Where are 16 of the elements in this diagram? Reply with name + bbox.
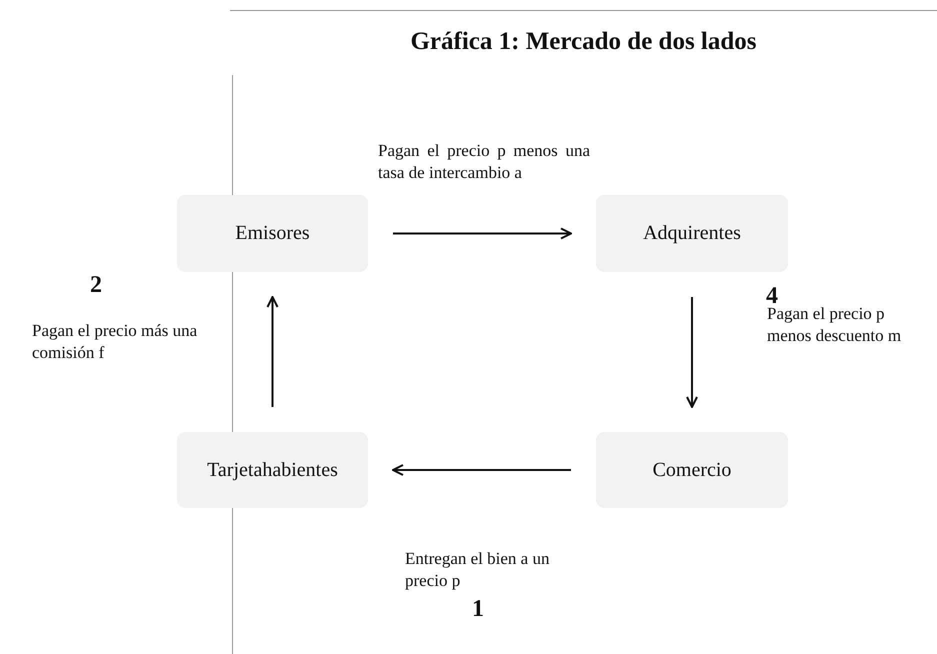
step-number: 1	[472, 596, 484, 623]
arrow	[392, 464, 571, 476]
edge-label: Pagan el precio p menos una tasa de intercambio a	[378, 140, 590, 184]
arrow	[393, 228, 572, 240]
arrow	[686, 297, 698, 408]
arrow	[266, 296, 278, 407]
node-label: Comercio	[652, 458, 732, 482]
step-number: 2	[90, 272, 102, 299]
node-label: Emisores	[235, 222, 310, 245]
rounded-box	[177, 195, 368, 272]
edge-label: Pagan el precio más una comisión f	[32, 320, 198, 364]
edge-label: Entregan el bien a un precio p	[405, 548, 550, 592]
rounded-box	[177, 432, 368, 508]
title: Gráfica 1: Mercado de dos lados	[409, 28, 758, 56]
node-label: Adquirentes	[643, 222, 741, 245]
node-label: Tarjetahabientes	[207, 458, 338, 482]
